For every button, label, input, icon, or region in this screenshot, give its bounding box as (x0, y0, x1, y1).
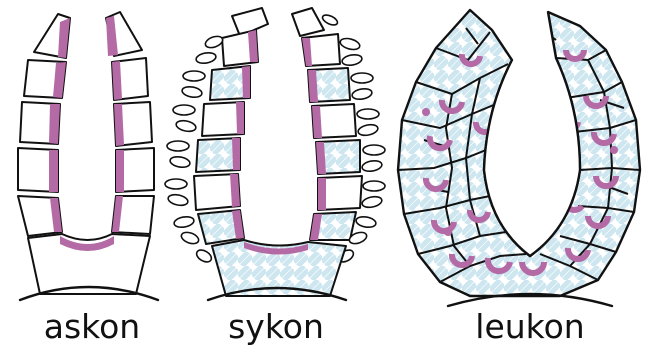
sykon-base (208, 240, 346, 300)
askon-label: askon (0, 307, 192, 347)
sykon-diagram (165, 8, 385, 300)
leukon-label: leukon (430, 307, 630, 347)
sykon-label: sykon (176, 307, 376, 347)
sykon-left-wall (165, 8, 268, 264)
askon-left-wall (18, 14, 70, 236)
askon-right-wall (106, 12, 154, 234)
leukon-diagram (398, 10, 640, 306)
askon-diagram (18, 12, 158, 300)
sykon-right-wall (292, 8, 385, 264)
askon-base (20, 234, 158, 300)
